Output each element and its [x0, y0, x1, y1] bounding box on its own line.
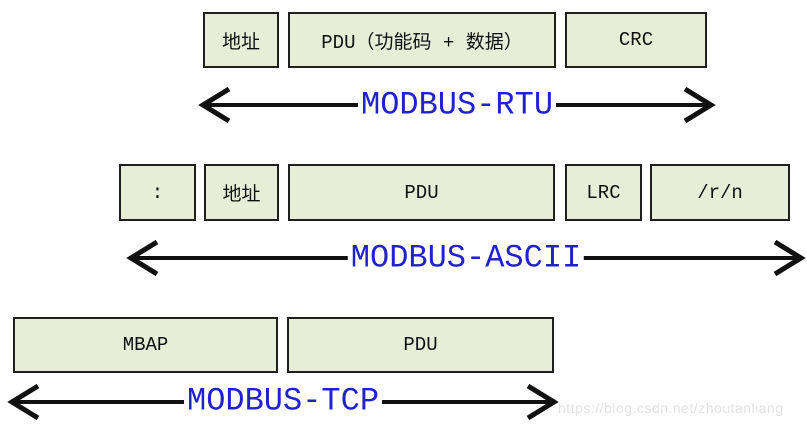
ascii-pdu-box: PDU — [288, 164, 555, 221]
watermark-text: https://blog.csdn.net/zhoutanliang — [558, 400, 784, 416]
modbus-ascii-label: MODBUS-ASCII — [347, 240, 585, 276]
ascii-crlf-box: /r/n — [650, 164, 790, 221]
modbus-tcp-label: MODBUS-TCP — [183, 383, 383, 419]
ascii-colon-box: : — [119, 164, 196, 221]
tcp-pdu-box: PDU — [287, 317, 554, 373]
modbus-rtu-label: MODBUS-RTU — [357, 87, 557, 123]
tcp-mbap-box: MBAP — [13, 317, 278, 373]
rtu-address-box: 地址 — [203, 12, 279, 68]
ascii-lrc-box: LRC — [565, 164, 642, 221]
ascii-address-box: 地址 — [204, 164, 279, 221]
rtu-pdu-box: PDU（功能码 + 数据） — [288, 12, 556, 68]
rtu-crc-box: CRC — [565, 12, 707, 68]
